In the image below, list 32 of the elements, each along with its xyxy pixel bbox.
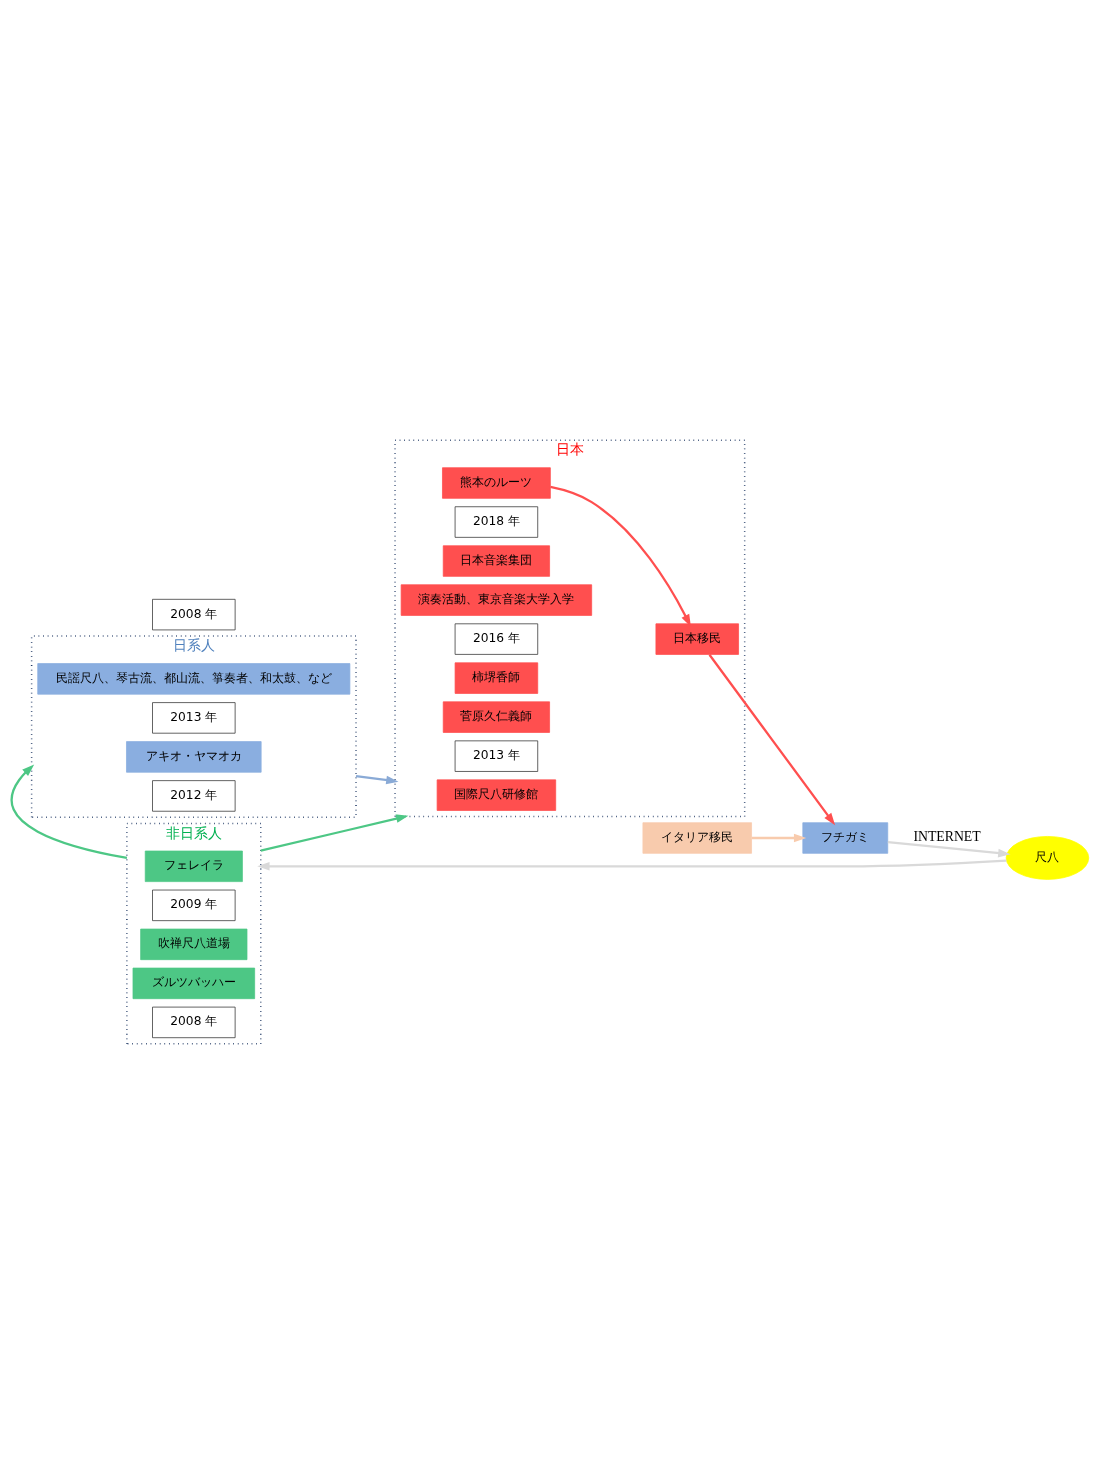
arrow <box>751 833 807 843</box>
node-box: フチガミ <box>802 822 889 854</box>
node-box: 日本移民 <box>655 623 739 655</box>
node-box: ズルツバッハー <box>132 967 256 1000</box>
edge-label: INTERNET <box>913 829 981 845</box>
node-box: 2016 年 <box>454 623 539 655</box>
arrow <box>257 859 1007 871</box>
node-box: 2009 年 <box>152 889 236 922</box>
node-box: 2008 年 <box>152 598 236 631</box>
node-box: 民謡尺八、琴古流、都山流、箏奏者、和太鼓、など <box>37 663 351 695</box>
node-box: 2008 年 <box>152 1006 236 1039</box>
node-box: 菅原久仁義師 <box>442 701 550 733</box>
arrow <box>708 654 836 826</box>
node-box: 日本音楽集団 <box>442 545 550 577</box>
arrow <box>550 485 691 627</box>
node-box: 2013 年 <box>454 740 539 772</box>
node-box: フェレイラ <box>144 850 243 882</box>
node-ellipse: 尺八 <box>1005 836 1090 880</box>
arrow <box>887 841 1011 858</box>
node-box: アキオ・ヤマオカ <box>126 741 262 773</box>
node-box: 熊本のルーツ <box>442 467 551 499</box>
node-box: 国際尺八研修館 <box>436 779 557 811</box>
node-box: 2018 年 <box>454 506 539 538</box>
arrow <box>10 764 128 860</box>
arrow <box>355 774 399 785</box>
node-box: 2013 年 <box>152 702 236 734</box>
node-box: 柿堺香師 <box>454 662 539 694</box>
node-box: イタリア移民 <box>642 822 752 854</box>
arrow <box>260 814 409 852</box>
node-box: 吹禅尺八道場 <box>140 928 248 961</box>
node-box: 演奏活動、東京音楽大学入学 <box>400 584 593 616</box>
node-box: 2012 年 <box>152 780 236 812</box>
